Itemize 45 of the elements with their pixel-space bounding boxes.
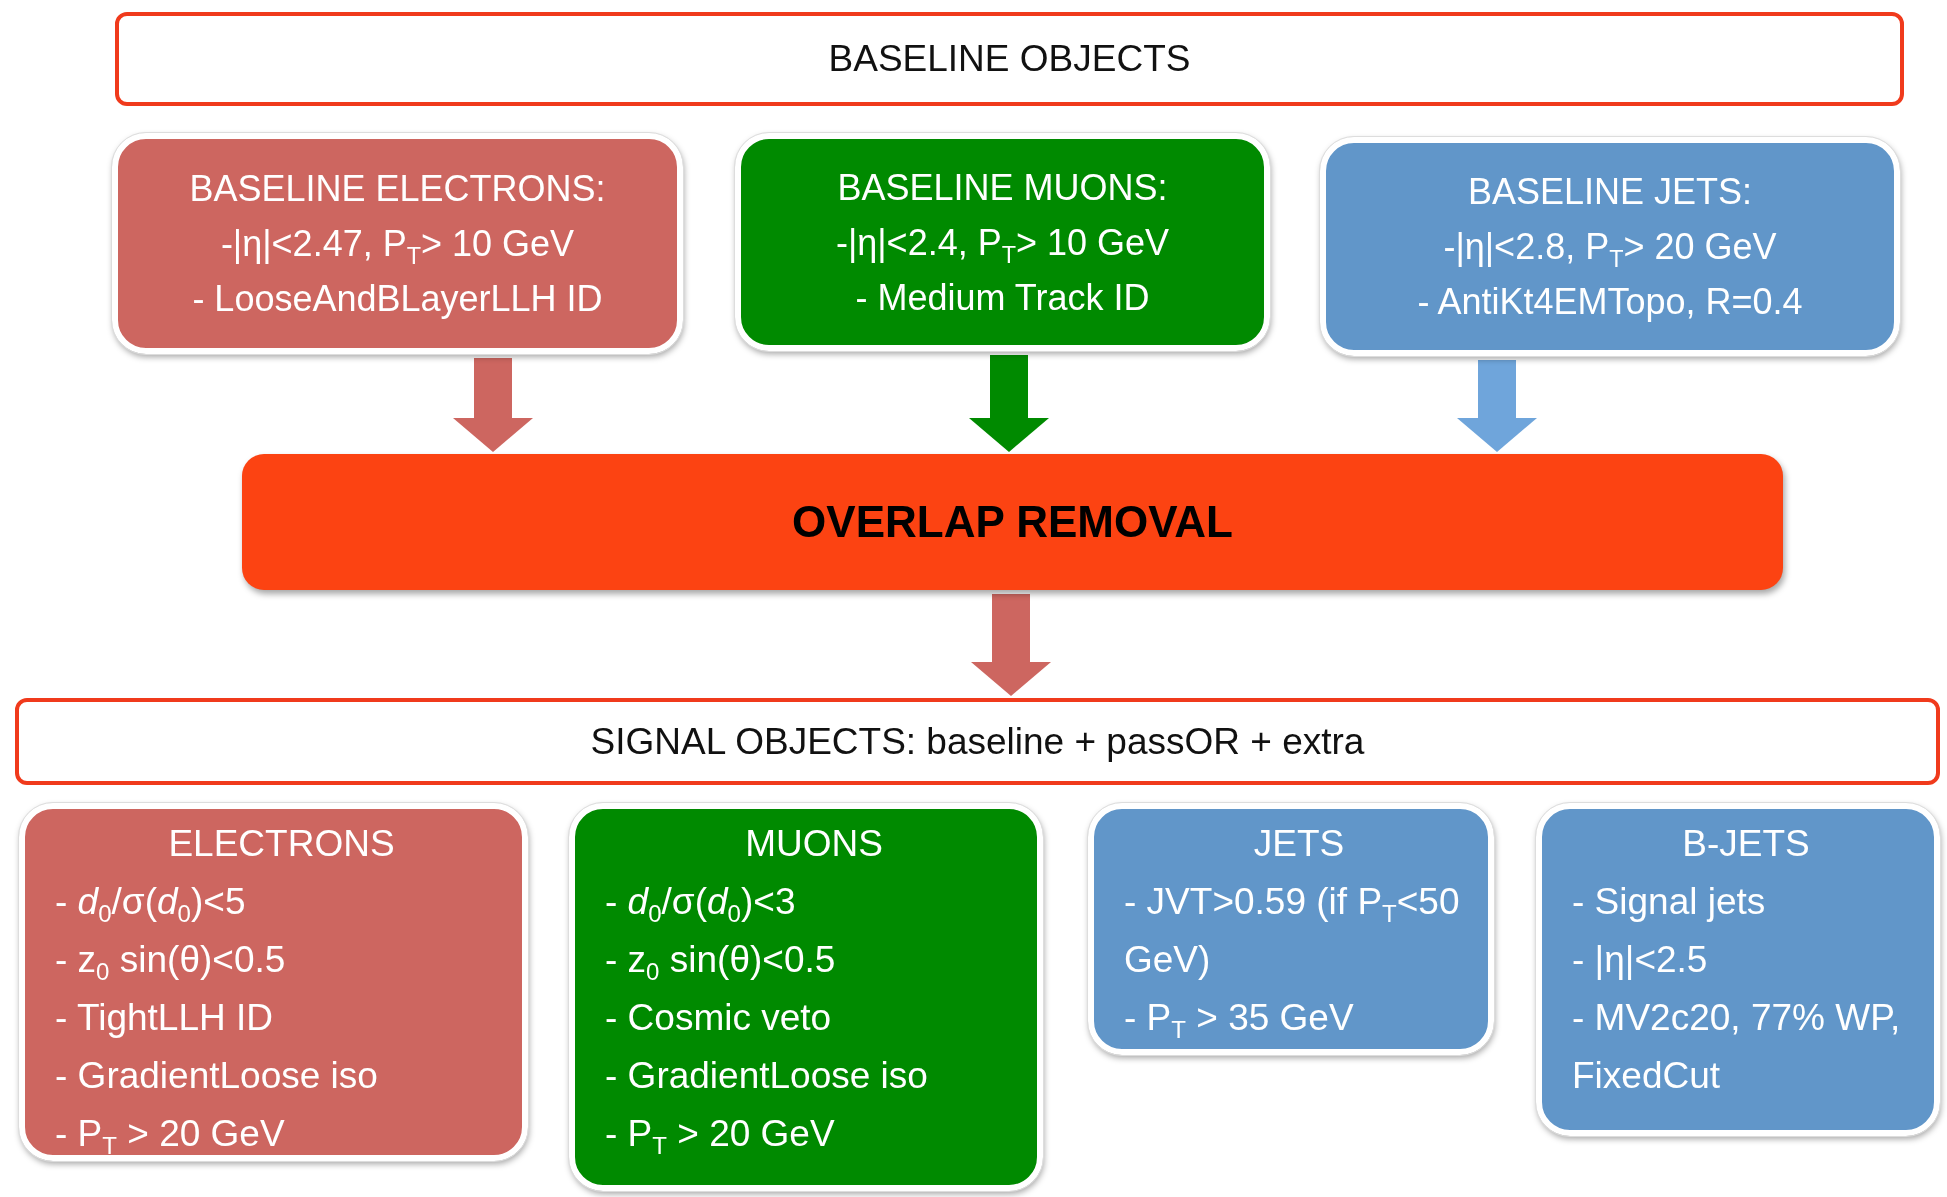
- box-heading: BASELINE MUONS:: [837, 165, 1168, 210]
- criterion-text: - P$_{T}$ > 20 GeV: [55, 1112, 286, 1162]
- box-heading: BASELINE JETS:: [1467, 170, 1753, 214]
- section-header-box: [115, 12, 1904, 106]
- criterion-text: - z$_{0}$ sin(θ)<0.5: [55, 938, 287, 988]
- process-label: OVERLAP REMOVAL: [792, 497, 1233, 547]
- category-box: [112, 133, 683, 354]
- criterion-text: -|η|<2.47, P$_{T}$> 10 GeV: [220, 222, 575, 271]
- category-box: [19, 803, 528, 1161]
- section-title: BASELINE OBJECTS: [828, 38, 1191, 80]
- criterion-text: - Medium Track ID: [855, 275, 1150, 320]
- category-box: [569, 803, 1043, 1191]
- block-arrow: [969, 355, 1049, 452]
- box-heading: ELECTRONS: [167, 822, 396, 866]
- block-arrow: [453, 358, 533, 452]
- criterion-text: - AntiKt4EMTopo, R=0.4: [1417, 280, 1803, 324]
- criterion-text: - Signal jets: [1572, 880, 1767, 924]
- criterion-text: -|η|<2.4, P$_{T}$> 10 GeV: [835, 220, 1170, 270]
- criterion-text: - P$_{T}$ > 20 GeV: [605, 1112, 836, 1162]
- criterion-text: - Cosmic veto: [605, 996, 833, 1040]
- criterion-text: - P$_{T}$ > 35 GeV: [1124, 996, 1355, 1046]
- box-heading: BASELINE ELECTRONS:: [189, 167, 606, 211]
- criterion-text: - JVT>0.59 (if P$_{T}$<50 GeV): [1124, 880, 1461, 982]
- criterion-text: - d$_{0}$/σ(d$_{0}$)<3: [605, 880, 797, 930]
- box-heading: MUONS: [744, 822, 884, 866]
- criterion-text: - TightLLH ID: [55, 996, 274, 1040]
- process-box: [242, 454, 1783, 590]
- criterion-text: - z$_{0}$ sin(θ)<0.5: [605, 938, 837, 988]
- category-box: [1320, 137, 1900, 356]
- criterion-text: - LooseAndBLayerLLH ID: [192, 277, 603, 321]
- criterion-text: - d$_{0}$/σ(d$_{0}$)<5: [55, 880, 247, 930]
- criterion-text: - |η|<2.5: [1572, 938, 1709, 982]
- criterion-text: -|η|<2.8, P$_{T}$> 20 GeV: [1443, 225, 1777, 274]
- box-heading: JETS: [1252, 822, 1346, 866]
- section-title: SIGNAL OBJECTS: baseline + passOR + extra: [590, 720, 1365, 763]
- category-box: [735, 133, 1270, 351]
- criterion-text: - GradientLoose iso: [605, 1054, 929, 1098]
- category-box: [1536, 803, 1940, 1136]
- block-arrow: [971, 594, 1051, 696]
- criterion-text: - MV2c20, 77% WP, FixedCut: [1572, 996, 1902, 1098]
- section-header-box: [15, 698, 1940, 785]
- category-box: [1088, 803, 1494, 1055]
- criterion-text: - GradientLoose iso: [55, 1054, 379, 1098]
- block-arrow: [1457, 360, 1537, 452]
- box-heading: B-JETS: [1681, 822, 1811, 866]
